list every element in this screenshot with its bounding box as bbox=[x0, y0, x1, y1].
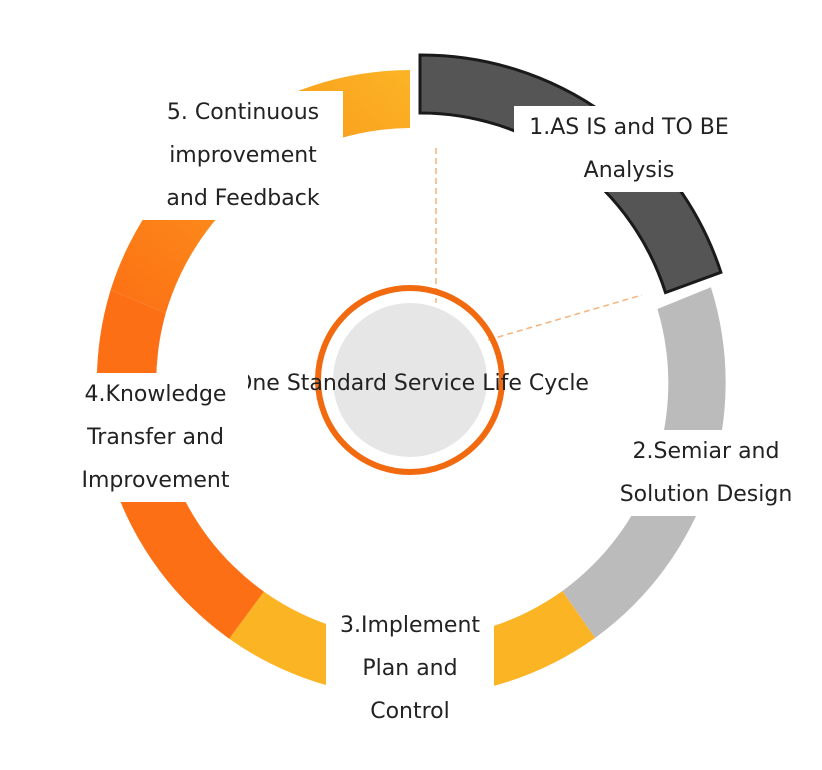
stage-label-5: 5. Continuous improvement and Feedback bbox=[143, 91, 343, 220]
stage-5-line-1: 5. Continuous bbox=[143, 91, 343, 134]
stage-1-line-2: Analysis bbox=[514, 149, 744, 192]
stage-2-line-1: 2.Semiar and bbox=[603, 430, 809, 473]
stage-5-line-2: improvement bbox=[143, 134, 343, 177]
hub-disc bbox=[333, 303, 487, 457]
segment-2-seminar bbox=[562, 287, 726, 638]
stage-4-line-2: Transfer and bbox=[63, 416, 248, 459]
stage-4-line-1: 4.Knowledge bbox=[63, 373, 248, 416]
stage-2-line-2: Solution Design bbox=[603, 473, 809, 516]
stage-3-line-1: 3.Implement bbox=[326, 604, 494, 647]
stage-label-2: 2.Semiar and Solution Design bbox=[603, 430, 809, 516]
stage-label-1: 1.AS IS and TO BE Analysis bbox=[514, 106, 744, 192]
leader-line-right bbox=[487, 294, 643, 341]
stage-4-line-3: Improvement bbox=[63, 459, 248, 502]
stage-1-line-1: 1.AS IS and TO BE bbox=[514, 106, 744, 149]
stage-label-4: 4.Knowledge Transfer and Improvement bbox=[63, 373, 248, 502]
stage-3-line-3: Control bbox=[326, 690, 494, 733]
hub-ring bbox=[315, 285, 505, 475]
stage-5-line-3: and Feedback bbox=[143, 177, 343, 220]
stage-label-3: 3.Implement Plan and Control bbox=[326, 604, 494, 733]
center-title: One Standard Service Life Cycle bbox=[235, 371, 589, 396]
stage-3-line-2: Plan and bbox=[326, 647, 494, 690]
